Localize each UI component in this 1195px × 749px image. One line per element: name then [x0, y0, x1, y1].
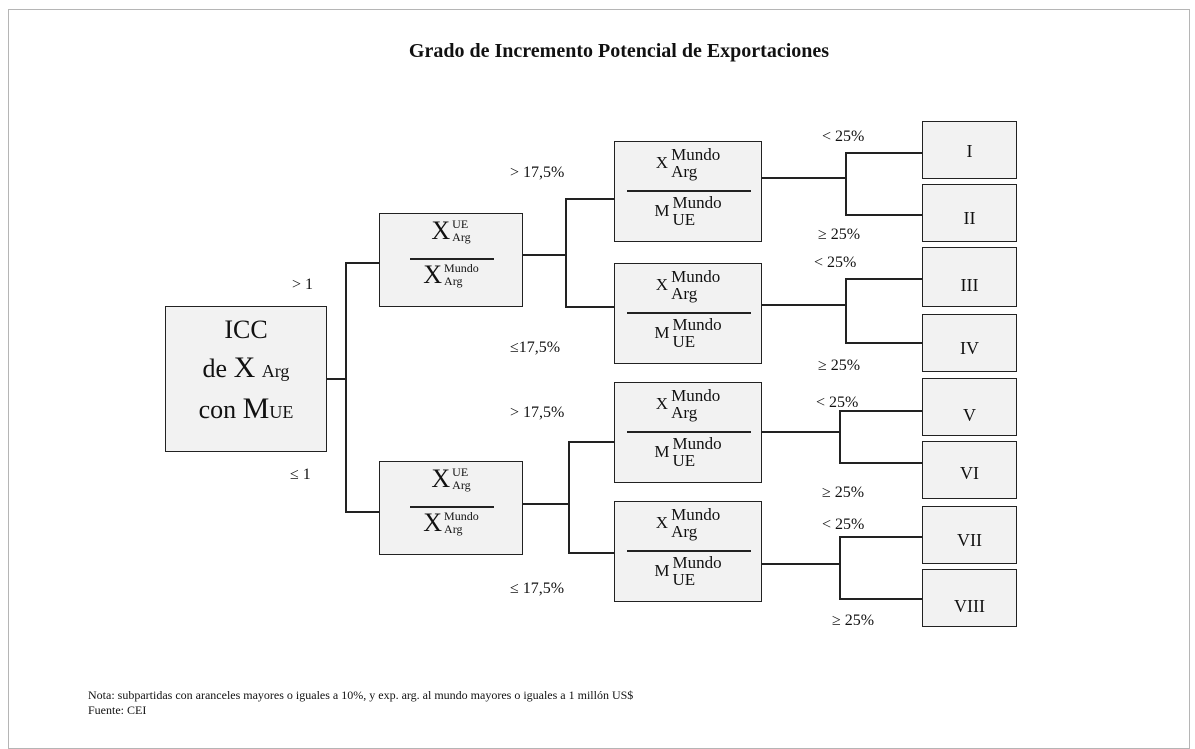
- leaf-box-v: V: [922, 378, 1017, 436]
- icc-line1: ICC: [224, 315, 268, 344]
- label-ge-25-1: ≥ 25%: [818, 226, 861, 243]
- label-le-17-5-lower: ≤ 17,5%: [510, 580, 565, 597]
- label-gt-17-5-upper: > 17,5%: [510, 164, 565, 181]
- label-ge-25-3: ≥ 25%: [822, 484, 865, 501]
- leaf-box-viii: VIII: [922, 569, 1017, 627]
- source-note: Fuente: CEI: [88, 703, 147, 717]
- leaf-box-iii: III: [922, 247, 1017, 307]
- label-le-1: ≤ 1: [290, 466, 311, 483]
- label-lt-25-1: < 25%: [822, 128, 865, 145]
- icc-line3: con MUE: [198, 392, 294, 425]
- label-le-17-5-upper: ≤17,5%: [510, 339, 561, 356]
- label-lt-25-2: < 25%: [814, 254, 857, 271]
- label-ge-25-2: ≥ 25%: [818, 357, 861, 374]
- label-gt-17-5-lower: > 17,5%: [510, 404, 565, 421]
- label-ge-25-4: ≥ 25%: [832, 612, 875, 629]
- label-lt-25-4: < 25%: [822, 516, 865, 533]
- diagram-title: Grado de Incremento Potencial de Exporta…: [408, 40, 830, 62]
- leaf-box-iv: IV: [922, 314, 1017, 372]
- leaf-box-ii: II: [922, 184, 1017, 242]
- leaf-box-vi: VI: [922, 441, 1017, 499]
- label-gt-1: > 1: [292, 276, 314, 293]
- icc-line2: de X Arg: [202, 351, 290, 384]
- leaf-box-i: I: [922, 121, 1017, 179]
- label-lt-25-3: < 25%: [816, 394, 859, 411]
- icc-root-box: ICC de X Arg con MUE: [165, 306, 327, 452]
- footnote: Nota: subpartidas con aranceles mayores …: [88, 688, 634, 702]
- leaf-box-vii: VII: [922, 506, 1017, 564]
